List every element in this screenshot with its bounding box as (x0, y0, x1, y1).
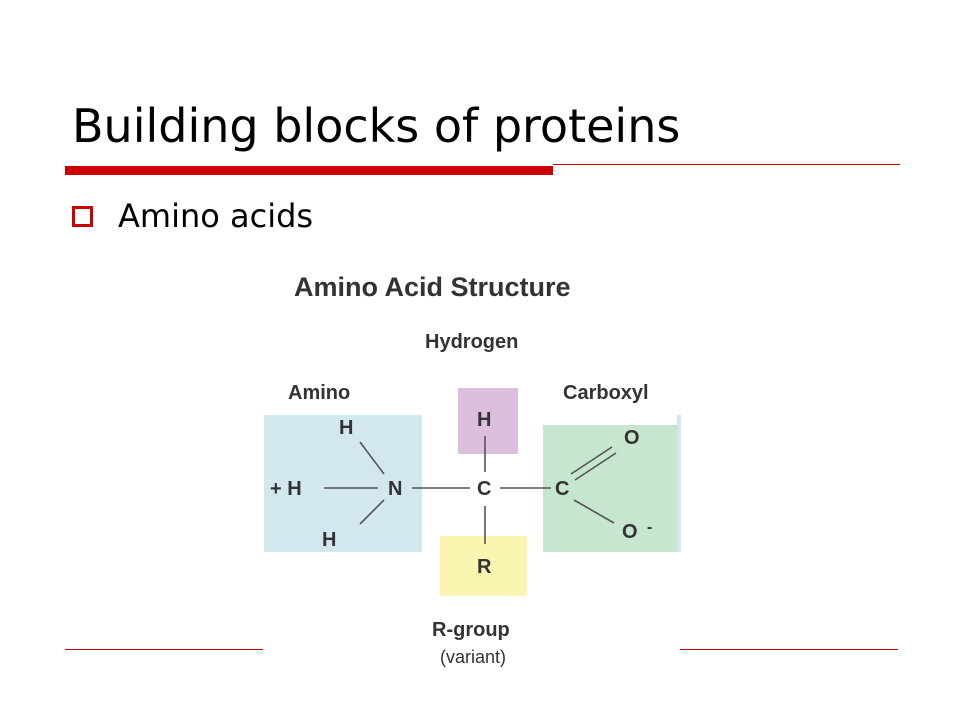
rgroup-box (440, 536, 527, 596)
atom-alpha-c: C (477, 478, 491, 500)
bullet-item: Amino acids (72, 196, 313, 236)
title-underline-thin (553, 164, 900, 165)
title-underline-thick (65, 166, 553, 175)
amino-acid-structure-diagram: Amino Acid Structure Hydrogen Amino Carb… (264, 272, 681, 667)
atoms: H + H N H H C R C O O - (270, 409, 652, 578)
slide-title: Building blocks of proteins (72, 99, 681, 153)
atom-h-left: + H (270, 478, 302, 500)
amino-group-box (264, 415, 422, 552)
bond-c-o-double-2 (574, 452, 617, 481)
rgroup-label: R-group (432, 619, 510, 641)
atom-alpha-h: H (477, 409, 491, 431)
square-bullet-icon (72, 205, 93, 227)
carboxyl-group-box (543, 425, 677, 552)
atom-r: R (477, 556, 492, 578)
bond-c-o-single (573, 499, 615, 524)
atom-oxygen-single: O (622, 521, 638, 543)
hydrogen-label: Hydrogen (425, 331, 518, 353)
amino-label: Amino (288, 382, 350, 404)
carboxyl-label: Carboxyl (563, 382, 649, 404)
atom-carboxyl-c: C (555, 478, 569, 500)
bond-h-top-n (359, 441, 385, 475)
bond-c-o-double-1 (570, 446, 613, 475)
right-edge-strip (677, 415, 681, 552)
variant-label: (variant) (440, 647, 506, 667)
atom-oxygen-double: O (624, 427, 640, 449)
charge-minus: - (647, 519, 652, 536)
bond-h-bottom-n (359, 499, 385, 525)
footer-line-left (65, 649, 263, 650)
atom-h-bottom: H (322, 529, 336, 551)
bonds (324, 436, 617, 544)
diagram-heading: Amino Acid Structure (294, 272, 571, 302)
bullet-text: Amino acids (118, 197, 314, 235)
footer-line-right (680, 649, 898, 650)
atom-h-top: H (339, 417, 353, 439)
atom-nitrogen: N (388, 478, 402, 500)
hydrogen-box (458, 388, 518, 454)
